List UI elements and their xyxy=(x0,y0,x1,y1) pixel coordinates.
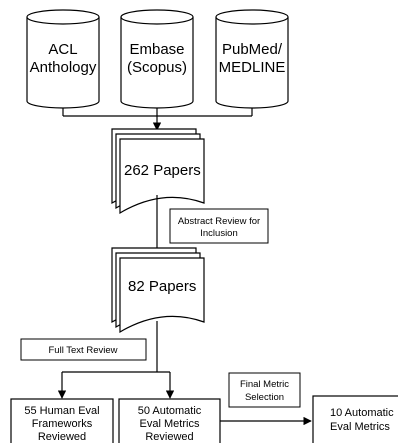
database-label-line1: ACL xyxy=(48,41,77,58)
database-label-line2: MEDLINE xyxy=(219,59,286,76)
output-label-line3: Reviewed xyxy=(145,431,193,443)
step-label-line1: Final Metric xyxy=(240,379,289,390)
output-label-line3: Reviewed xyxy=(38,431,86,443)
step-label-line1: Abstract Review for xyxy=(178,216,260,227)
documents-label: 82 Papers xyxy=(128,278,196,295)
step-abstract-review: Abstract Review for Inclusion xyxy=(169,208,269,244)
database-embase-scopus: Embase (Scopus) xyxy=(120,9,194,109)
output-label-line1: 10 Automatic xyxy=(330,407,394,419)
step-label-line2: Selection xyxy=(245,392,284,403)
merge-connector xyxy=(62,108,253,131)
output-label-line2: Eval Metrics xyxy=(140,418,200,430)
split-connector xyxy=(57,321,175,399)
step-label-line2: Inclusion xyxy=(200,228,238,239)
documents-82-papers: 82 Papers xyxy=(111,247,205,334)
output-label-line2: Frameworks xyxy=(32,418,93,430)
output-automatic-eval-metrics-reviewed: 50 Automatic Eval Metrics Reviewed xyxy=(118,398,221,443)
documents-label: 262 Papers xyxy=(124,162,201,179)
database-acl-anthology: ACL Anthology xyxy=(26,9,100,109)
documents-262-papers: 262 Papers xyxy=(111,128,205,215)
step-final-metric-selection: Final Metric Selection xyxy=(228,372,301,408)
output-final-automatic-eval-metrics: 10 Automatic Eval Metrics xyxy=(312,395,398,443)
step-full-text-review: Full Text Review xyxy=(20,338,147,361)
output-label-line2: Eval Metrics xyxy=(330,421,390,433)
database-label-line1: PubMed/ xyxy=(222,41,283,58)
output-label-line1: 50 Automatic xyxy=(138,405,202,417)
database-label-line1: Embase xyxy=(129,41,184,58)
output-human-eval-frameworks: 55 Human Eval Frameworks Reviewed xyxy=(10,398,114,443)
database-label-line2: (Scopus) xyxy=(127,59,187,76)
database-label-line2: Anthology xyxy=(30,59,97,76)
step-label: Full Text Review xyxy=(49,345,118,356)
output-label-line1: 55 Human Eval xyxy=(24,405,99,417)
database-pubmed-medline: PubMed/ MEDLINE xyxy=(215,9,289,109)
